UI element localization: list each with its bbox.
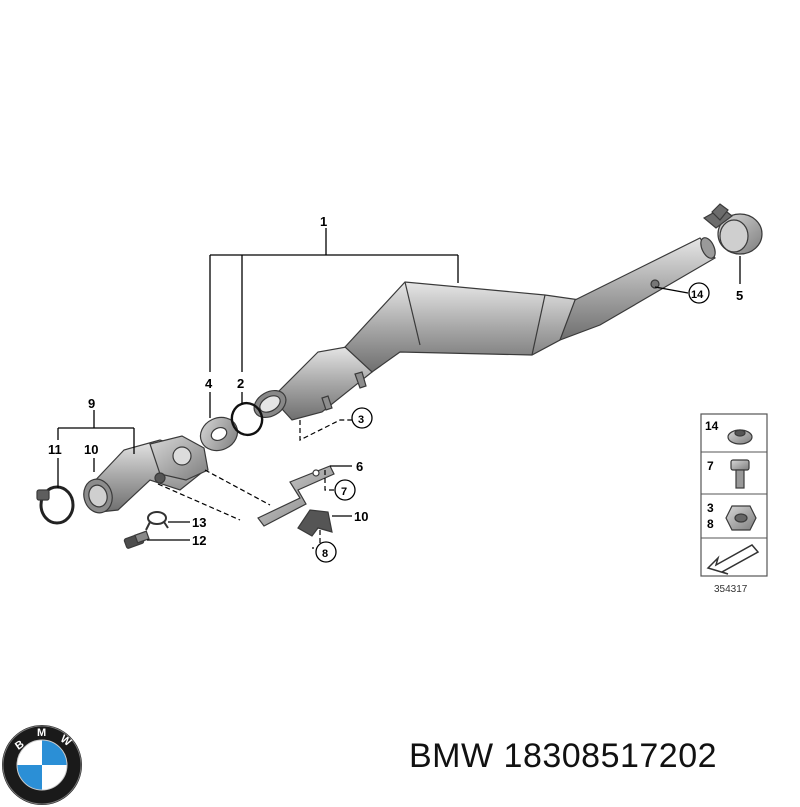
label-10-top: 10 (84, 442, 98, 457)
callout-lines (57, 228, 741, 549)
label-1: 1 (320, 214, 327, 229)
label-11: 11 (48, 442, 62, 457)
legend-label-8: 8 (707, 517, 714, 531)
legend-label-3: 3 (707, 501, 714, 515)
svg-text:M: M (37, 727, 46, 739)
label-6: 6 (356, 459, 363, 474)
label-14-circle (688, 282, 710, 304)
flex-pipe-part-9 (83, 435, 209, 514)
bracket-part-6 (257, 465, 335, 527)
label-5: 5 (736, 288, 743, 303)
label-12: 12 (192, 533, 206, 548)
label-8-circle (315, 541, 337, 563)
sensor-part-12 (123, 530, 150, 549)
label-3-circle (351, 407, 373, 429)
gasket-part-4 (199, 416, 239, 452)
label-7-circle (334, 479, 356, 501)
catalytic-converter-part (253, 237, 716, 421)
label-3: 3 (358, 414, 364, 426)
label-7: 7 (341, 486, 347, 498)
clip-part-13 (145, 511, 169, 531)
clamp-part-11 (36, 485, 75, 525)
label-8: 8 (322, 548, 328, 560)
legend-label-7: 7 (707, 459, 714, 473)
label-2: 2 (237, 376, 244, 391)
hanger-part-10 (297, 509, 333, 537)
bmw-logo: B M W (2, 725, 82, 805)
label-13: 13 (192, 515, 206, 530)
legend-label-14: 14 (705, 419, 719, 433)
diagram-number: 354317 (714, 584, 748, 595)
clamp-part-5 (702, 203, 763, 255)
label-14: 14 (691, 289, 704, 301)
label-4: 4 (205, 376, 213, 391)
fastener-legend: 14 7 3 8 354317 (700, 413, 768, 595)
part-number-caption: BMW 18308517202 (409, 737, 718, 775)
label-10-bottom: 10 (354, 509, 368, 524)
label-9: 9 (88, 396, 95, 411)
